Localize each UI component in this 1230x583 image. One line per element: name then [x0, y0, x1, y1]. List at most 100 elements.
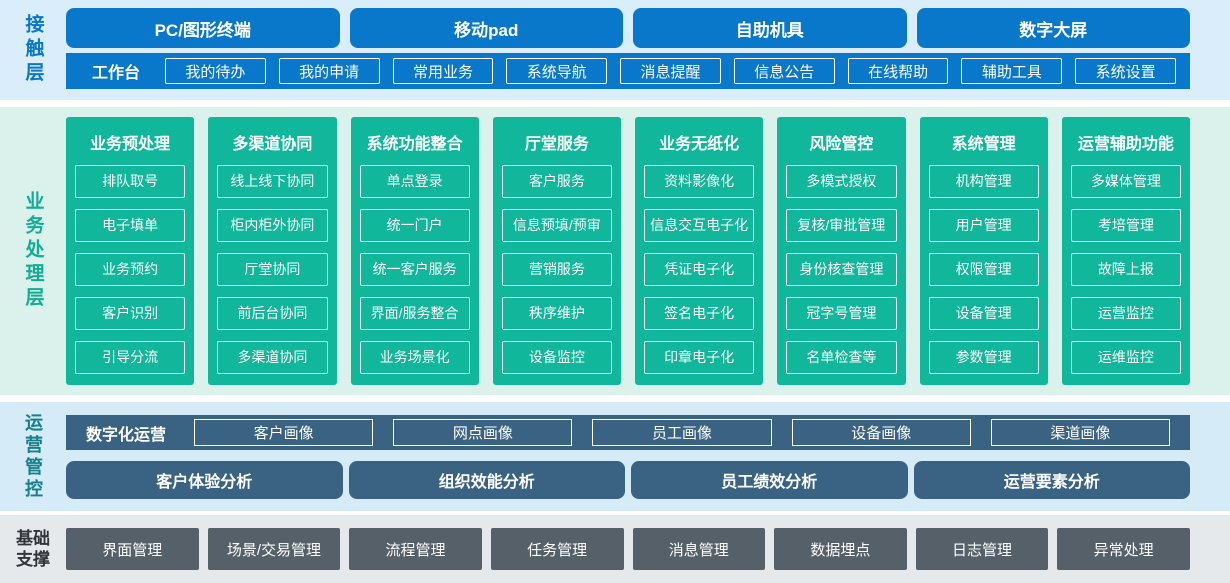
- channel-mobile-pad[interactable]: 移动pad: [349, 8, 623, 48]
- module-item[interactable]: 秩序维护: [501, 297, 612, 330]
- module-item[interactable]: 信息预填/预审: [501, 209, 612, 242]
- analysis-card-org-efficiency[interactable]: 组织效能分析: [348, 461, 625, 499]
- analysis-card-operation-elements[interactable]: 运营要素分析: [913, 461, 1190, 499]
- module-item[interactable]: 名单检查等: [786, 341, 897, 374]
- contact-layer-label: 接触层: [22, 14, 44, 86]
- business-processing-layer: 业务处理层 业务预处理 排队取号 电子填单 业务预约 客户识别 引导分流 多渠道…: [0, 107, 1230, 395]
- persona-item-customer[interactable]: 客户画像: [194, 419, 374, 446]
- workbench-item-info-bulletin[interactable]: 信息公告: [733, 58, 835, 84]
- module-item[interactable]: 权限管理: [928, 253, 1039, 286]
- module-item[interactable]: 业务场景化: [359, 341, 470, 374]
- module-item[interactable]: 多模式授权: [786, 165, 897, 198]
- module-item[interactable]: 单点登录: [359, 165, 470, 198]
- column-title: 系统管理: [951, 136, 1016, 153]
- column-risk-control: 风险管控 多模式授权 复核/审批管理 身份核查管理 冠字号管理 名单检查等: [777, 117, 906, 385]
- module-item[interactable]: 柜内柜外协同: [217, 209, 328, 242]
- module-item[interactable]: 客户服务: [501, 165, 612, 198]
- foundation-item-process-management[interactable]: 流程管理: [349, 528, 482, 570]
- foundation-item-ui-management[interactable]: 界面管理: [66, 528, 199, 570]
- module-item[interactable]: 用户管理: [928, 209, 1039, 242]
- workbench-item-system-navigation[interactable]: 系统导航: [506, 58, 608, 84]
- module-item[interactable]: 排队取号: [75, 165, 186, 198]
- module-item[interactable]: 统一客户服务: [359, 253, 470, 286]
- channel-row: PC/图形终端 移动pad 自助机具 数字大屏: [66, 8, 1190, 48]
- foundation-layer-label: 基础支撑: [16, 528, 50, 569]
- foundation-layer-content: 界面管理 场景/交易管理 流程管理 任务管理 消息管理 数据埋点 日志管理 异常…: [66, 515, 1230, 583]
- module-item[interactable]: 故障上报: [1070, 253, 1181, 286]
- module-item[interactable]: 资料影像化: [644, 165, 755, 198]
- analysis-card-customer-experience[interactable]: 客户体验分析: [66, 461, 343, 499]
- module-item[interactable]: 线上线下协同: [217, 165, 328, 198]
- module-item[interactable]: 统一门户: [359, 209, 470, 242]
- module-item[interactable]: 厅堂协同: [217, 253, 328, 286]
- module-item[interactable]: 参数管理: [928, 341, 1039, 374]
- contact-layer: 接触层 PC/图形终端 移动pad 自助机具 数字大屏 工作台 我的待办 我的申…: [0, 0, 1230, 100]
- business-layer-label: 业务处理层: [22, 191, 44, 311]
- module-item[interactable]: 电子填单: [75, 209, 186, 242]
- workbench-item-my-applications[interactable]: 我的申请: [278, 58, 380, 84]
- module-item[interactable]: 运营监控: [1070, 297, 1181, 330]
- foundation-item-scene-transaction[interactable]: 场景/交易管理: [207, 528, 341, 570]
- module-item[interactable]: 客户识别: [75, 297, 186, 330]
- module-item[interactable]: 业务预约: [75, 253, 186, 286]
- module-item[interactable]: 多媒体管理: [1070, 165, 1181, 198]
- operation-layer-content: 数字化运营 客户画像 网点画像 员工画像 设备画像 渠道画像 客户体验分析 组织…: [66, 402, 1230, 511]
- module-item[interactable]: 多渠道协同: [217, 341, 328, 374]
- column-title: 多渠道协同: [232, 136, 313, 153]
- module-item[interactable]: 复核/审批管理: [786, 209, 897, 242]
- analysis-card-employee-performance[interactable]: 员工绩效分析: [631, 461, 908, 499]
- workbench-item-auxiliary-tools[interactable]: 辅助工具: [961, 58, 1063, 84]
- workbench-bar: 工作台 我的待办 我的申请 常用业务 系统导航 消息提醒 信息公告 在线帮助 辅…: [66, 53, 1190, 89]
- contact-layer-content: PC/图形终端 移动pad 自助机具 数字大屏 工作台 我的待办 我的申请 常用…: [66, 0, 1230, 100]
- persona-item-branch[interactable]: 网点画像: [393, 419, 573, 446]
- column-paperless-business: 业务无纸化 资料影像化 信息交互电子化 凭证电子化 签名电子化 印章电子化: [635, 117, 764, 385]
- foundation-item-exception-handling[interactable]: 异常处理: [1057, 528, 1190, 570]
- module-item[interactable]: 设备管理: [928, 297, 1039, 330]
- analysis-row: 客户体验分析 组织效能分析 员工绩效分析 运营要素分析: [66, 461, 1190, 499]
- foundation-layer-rail: 基础支撑: [0, 515, 66, 583]
- workbench-item-system-settings[interactable]: 系统设置: [1075, 58, 1177, 84]
- foundation-item-log-management[interactable]: 日志管理: [915, 528, 1049, 570]
- module-item[interactable]: 印章电子化: [644, 341, 755, 374]
- module-item[interactable]: 机构管理: [928, 165, 1039, 198]
- module-item[interactable]: 身份核查管理: [786, 253, 897, 286]
- column-title: 风险管控: [809, 136, 874, 153]
- persona-item-employee[interactable]: 员工画像: [592, 419, 772, 446]
- persona-item-channel[interactable]: 渠道画像: [990, 419, 1171, 446]
- column-title: 厅堂服务: [524, 136, 589, 153]
- business-layer-rail: 业务处理层: [0, 107, 66, 395]
- column-lobby-services: 厅堂服务 客户服务 信息预填/预审 营销服务 秩序维护 设备监控: [492, 117, 621, 385]
- operation-layer-label: 运营管控: [23, 412, 43, 501]
- module-item[interactable]: 考培管理: [1070, 209, 1181, 242]
- module-item[interactable]: 设备监控: [501, 341, 612, 374]
- module-item[interactable]: 营销服务: [501, 253, 612, 286]
- contact-layer-rail: 接触层: [0, 0, 66, 100]
- workbench-item-common-business[interactable]: 常用业务: [392, 58, 494, 84]
- channel-self-service[interactable]: 自助机具: [633, 8, 907, 48]
- workbench-label: 工作台: [92, 65, 141, 82]
- module-item[interactable]: 运维监控: [1070, 341, 1181, 374]
- workbench-item-message-reminder[interactable]: 消息提醒: [620, 58, 721, 84]
- module-item[interactable]: 冠字号管理: [786, 297, 897, 330]
- module-item[interactable]: 引导分流: [75, 341, 186, 374]
- workbench-item-online-help[interactable]: 在线帮助: [847, 58, 949, 84]
- workbench-item-my-todo[interactable]: 我的待办: [165, 58, 266, 84]
- module-item[interactable]: 前后台协同: [217, 297, 328, 330]
- column-operation-auxiliary: 运营辅助功能 多媒体管理 考培管理 故障上报 运营监控 运维监控: [1061, 117, 1190, 385]
- column-title: 系统功能整合: [366, 136, 463, 153]
- foundation-item-data-tracking[interactable]: 数据埋点: [774, 528, 907, 570]
- foundation-support-layer: 基础支撑 界面管理 场景/交易管理 流程管理 任务管理 消息管理 数据埋点 日志…: [0, 515, 1230, 583]
- column-system-integration: 系统功能整合 单点登录 统一门户 统一客户服务 界面/服务整合 业务场景化: [350, 117, 479, 385]
- business-layer-content: 业务预处理 排队取号 电子填单 业务预约 客户识别 引导分流 多渠道协同 线上线…: [66, 107, 1230, 395]
- digital-ops-label: 数字化运营: [86, 426, 167, 444]
- foundation-item-message-management[interactable]: 消息管理: [632, 528, 766, 570]
- channel-digital-screen[interactable]: 数字大屏: [916, 8, 1190, 48]
- module-item[interactable]: 信息交互电子化: [644, 209, 755, 242]
- channel-pc-terminal[interactable]: PC/图形终端: [66, 8, 340, 48]
- module-item[interactable]: 凭证电子化: [644, 253, 755, 286]
- module-item[interactable]: 签名电子化: [644, 297, 755, 330]
- persona-item-device[interactable]: 设备画像: [791, 419, 971, 446]
- foundation-item-task-management[interactable]: 任务管理: [490, 528, 624, 570]
- module-item[interactable]: 界面/服务整合: [359, 297, 470, 330]
